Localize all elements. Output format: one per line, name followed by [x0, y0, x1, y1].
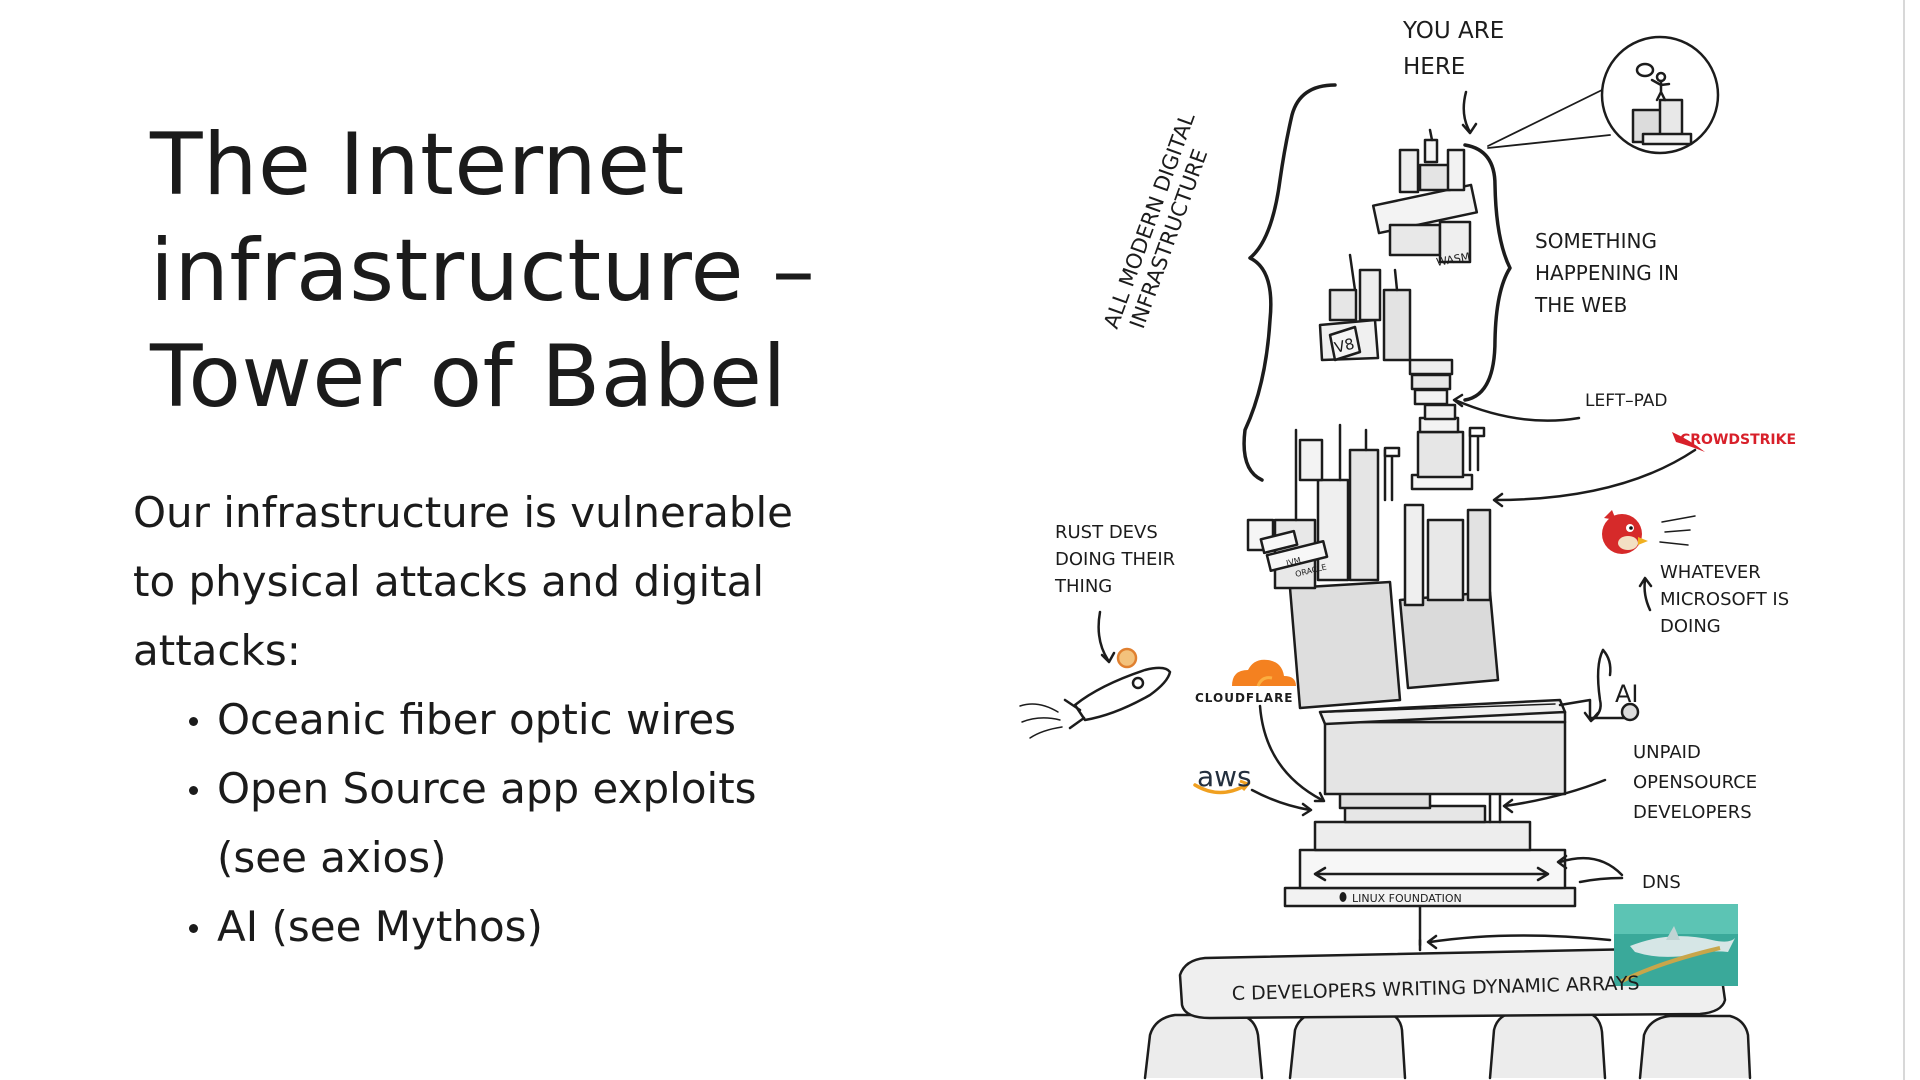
bullet-text-continued: (see axios): [217, 833, 447, 882]
label-opensource: OPENSOURCE: [1633, 772, 1757, 793]
stone-pillar: [1488, 1010, 1607, 1080]
crowdstrike-icon: [1672, 432, 1705, 452]
bullet-item-open-source: Open Source app exploits (see axios): [183, 754, 893, 892]
label-unpaid: UNPAID: [1633, 742, 1701, 763]
bullet-list: Oceanic fiber optic wires Open Source ap…: [133, 685, 893, 961]
label-doing: DOING: [1660, 616, 1721, 637]
label-aws: aws: [1197, 760, 1252, 793]
tower-block: [1288, 580, 1402, 710]
label-linux-foundation: LINUX FOUNDATION: [1352, 892, 1462, 905]
bullet-text: Oceanic fiber optic wires: [217, 695, 737, 744]
stone-pillar: [1143, 1013, 1264, 1080]
bullet-text: AI (see Mythos): [217, 902, 543, 951]
intro-line-1: Our infrastructure is vulnerable: [133, 488, 794, 537]
label-happening: HAPPENING IN: [1535, 261, 1679, 285]
cloudflare-logo: [1232, 659, 1296, 687]
label-you-are-here: YOU ARE: [1402, 18, 1504, 44]
label-the-web: THE WEB: [1534, 293, 1627, 317]
label-cloudflare: CLOUDFLARE: [1195, 691, 1294, 705]
title-line-2: infrastructure –: [150, 221, 816, 321]
title-line-1: The Internet: [150, 115, 685, 215]
tower-of-babel-illustration: YOU ARE HERE ALL MODERN DIGITAL INFRASTR…: [1000, 0, 1900, 1080]
server-block: [1323, 720, 1567, 796]
label-microsoft: MICROSOFT IS: [1660, 589, 1789, 610]
label-thing: THING: [1054, 576, 1112, 597]
label-you-are-here-2: HERE: [1403, 54, 1465, 80]
label-doing-their: DOING THEIR: [1055, 549, 1175, 570]
stone-pillar: [1288, 1010, 1407, 1080]
slide-body: Our infrastructure is vulnerable to phys…: [133, 478, 893, 961]
slide-title: The Internet infrastructure – Tower of B…: [150, 112, 910, 430]
label-whatever: WHATEVER: [1660, 562, 1761, 583]
label-rust-devs: RUST DEVS: [1055, 522, 1158, 543]
shark-photo: [1614, 904, 1738, 986]
label-jvm: JVM: [1284, 556, 1302, 569]
label-dns: DNS: [1642, 872, 1681, 893]
bullet-text: Open Source app exploits: [217, 764, 757, 813]
label-wasm: WASM: [1435, 250, 1471, 269]
comic-svg: YOU ARE HERE ALL MODERN DIGITAL INFRASTR…: [1019, 18, 1796, 1080]
label-left-pad: LEFT–PAD: [1585, 391, 1667, 411]
intro-line-2: to physical attacks and digital: [133, 557, 765, 606]
label-developers: DEVELOPERS: [1633, 802, 1752, 823]
bullet-item-ai: AI (see Mythos): [183, 892, 893, 961]
stone-pillar: [1638, 1014, 1752, 1080]
label-something: SOMETHING: [1535, 229, 1657, 253]
angry-bird-icon: [1602, 510, 1648, 554]
aws-smile-icon: [1193, 783, 1248, 795]
slide-edge-divider: [1903, 0, 1905, 1080]
bullet-item-fiber: Oceanic fiber optic wires: [183, 685, 893, 754]
label-v8: V8: [1333, 335, 1357, 357]
label-ai: AI: [1615, 680, 1639, 708]
c-developers-slab: [1178, 946, 1727, 1020]
tower-block: [1398, 590, 1500, 690]
label-crowdstrike: CROWDSTRIKE: [1680, 432, 1796, 448]
intro-line-3: attacks:: [133, 626, 301, 675]
title-line-3: Tower of Babel: [150, 327, 787, 427]
